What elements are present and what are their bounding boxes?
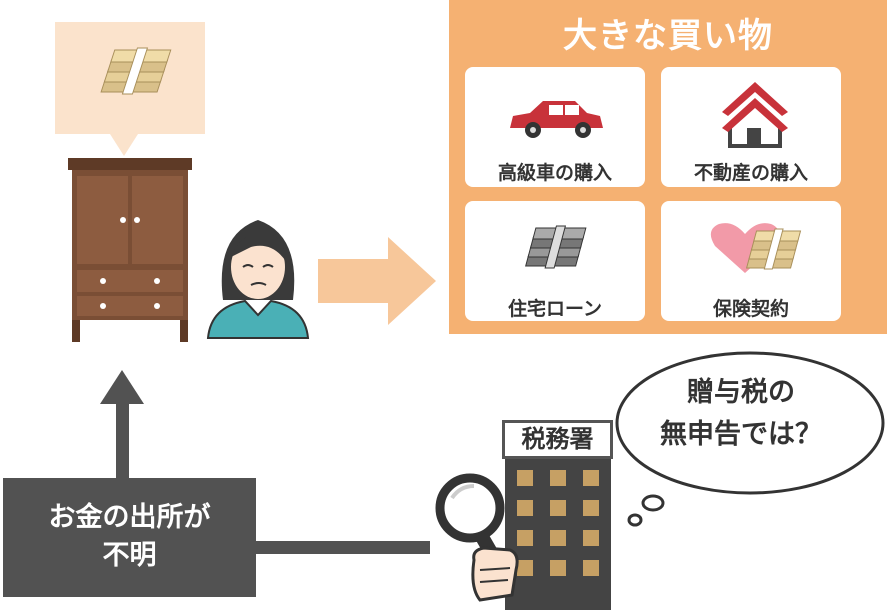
car-icon (510, 101, 603, 138)
cabinet-icon (68, 158, 192, 342)
card-label-insurance: 保険契約 (712, 298, 789, 320)
card-label-car: 高級車の購入 (497, 162, 612, 184)
thought-text: 贈与税の 無申告では？ (626, 372, 856, 456)
right-arrow (318, 237, 436, 325)
thought-bubble (615, 351, 885, 527)
thought-line-1: 贈与税の (687, 377, 795, 408)
thought-line-2: 無申告では？ (660, 419, 822, 450)
tax-office-building (505, 458, 611, 610)
card-label-real-estate: 不動産の購入 (693, 162, 808, 184)
card-label-housing-loan: 住宅ローン (507, 298, 603, 320)
person-icon (206, 220, 310, 339)
money-bubble-tail (110, 134, 138, 156)
cash-stack-icon (525, 225, 587, 269)
connector-line (256, 541, 430, 554)
money-stack-icon (100, 47, 172, 95)
note-line-2: 不明 (102, 540, 157, 571)
tax-office-sign: 税務署 (502, 420, 613, 459)
house-icon (722, 82, 788, 148)
magnifier-icon (435, 473, 519, 602)
big-purchase-title: 大きな買い物 (563, 16, 773, 56)
up-arrow (100, 370, 144, 480)
unknown-source-note: お金の出所が 不明 (3, 478, 256, 597)
note-line-1: お金の出所が (48, 502, 211, 533)
heart-cash-icon (710, 223, 802, 273)
